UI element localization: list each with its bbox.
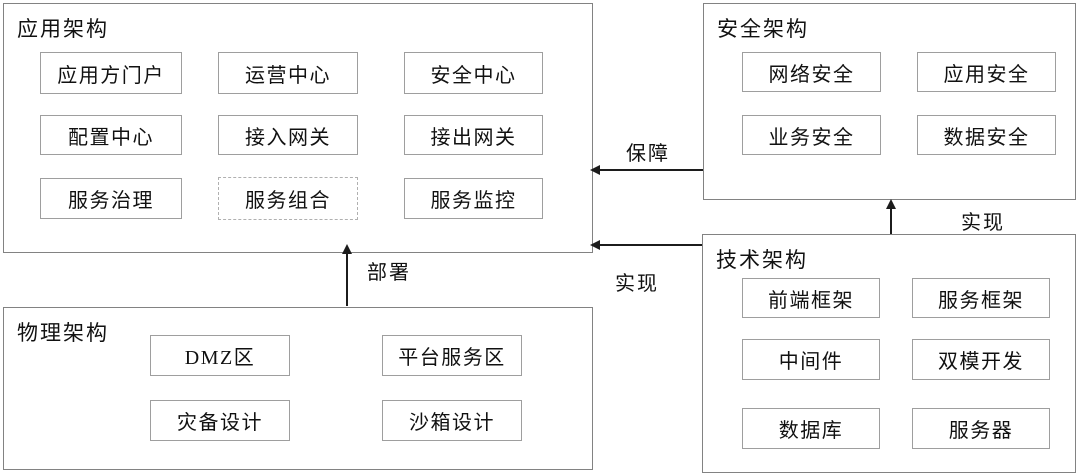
node-disaster-recovery-design: 灾备设计: [150, 400, 290, 441]
group-security-architecture: 安全架构 网络安全 应用安全 业务安全 数据安全: [703, 3, 1076, 200]
node-network-security: 网络安全: [742, 52, 881, 92]
node-application-security: 应用安全: [917, 52, 1056, 92]
node-server: 服务器: [912, 408, 1050, 449]
group-title-technical: 技术架构: [716, 248, 808, 272]
node-frontend-framework: 前端框架: [742, 278, 880, 318]
arrow-realize-security-label: 实现: [961, 212, 1005, 234]
node-service-governance: 服务治理: [40, 178, 182, 219]
node-database: 数据库: [742, 408, 880, 449]
node-outbound-gateway: 接出网关: [404, 115, 543, 155]
node-data-security: 数据安全: [917, 115, 1056, 155]
node-service-monitoring: 服务监控: [404, 178, 543, 219]
node-business-security: 业务安全: [742, 115, 881, 155]
node-service-composition: 服务组合: [218, 177, 358, 220]
group-application-architecture: 应用架构 应用方门户 运营中心 安全中心 配置中心 接入网关 接出网关 服务治理…: [3, 3, 593, 253]
group-title-application: 应用架构: [17, 17, 109, 41]
node-security-center: 安全中心: [404, 52, 543, 94]
node-platform-service-zone: 平台服务区: [382, 335, 522, 376]
arrow-deploy-line: [346, 252, 348, 306]
node-dual-mode-development: 双模开发: [912, 339, 1050, 380]
arrow-left-head-icon: [590, 240, 600, 250]
group-technical-architecture: 技术架构 前端框架 服务框架 中间件 双模开发 数据库 服务器: [702, 234, 1076, 473]
arrow-up-head-icon: [886, 199, 896, 209]
arrow-deploy-label: 部署: [367, 262, 411, 284]
arrow-guarantee-label: 保障: [626, 143, 670, 165]
arrow-left-head-icon: [590, 165, 600, 175]
group-title-security: 安全架构: [717, 17, 809, 41]
node-app-portal: 应用方门户: [40, 52, 182, 94]
arrow-realize-security-line: [890, 208, 892, 234]
group-physical-architecture: 物理架构 DMZ区 平台服务区 灾备设计 沙箱设计: [3, 307, 593, 470]
node-operation-center: 运营中心: [218, 52, 358, 94]
arrow-realize-app-line: [599, 244, 702, 246]
node-service-framework: 服务框架: [912, 278, 1050, 318]
group-title-physical: 物理架构: [17, 321, 109, 345]
arrow-guarantee-line: [599, 169, 703, 171]
node-inbound-gateway: 接入网关: [218, 115, 358, 155]
arrow-realize-app-label: 实现: [615, 273, 659, 295]
node-config-center: 配置中心: [40, 115, 182, 155]
node-dmz-zone: DMZ区: [150, 335, 290, 376]
node-sandbox-design: 沙箱设计: [382, 400, 522, 441]
arrow-up-head-icon: [342, 244, 352, 254]
node-middleware: 中间件: [742, 339, 880, 380]
